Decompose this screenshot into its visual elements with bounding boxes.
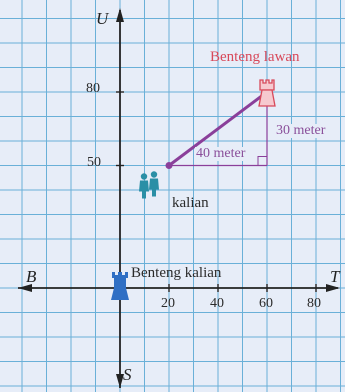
axes [18, 8, 340, 388]
vertical-distance-label: 30 meter [275, 123, 327, 138]
person-head [140, 173, 148, 180]
axis-label-east: T [330, 267, 340, 286]
castle-icon [258, 79, 276, 107]
x-tick-label: 40 [210, 296, 224, 311]
you-point [165, 162, 173, 169]
axis-label-west: B [26, 267, 37, 286]
people-icon [139, 171, 159, 199]
x-tick-label: 80 [307, 296, 321, 311]
castle-base [258, 89, 276, 107]
markers [111, 79, 276, 300]
right-angle-mark [257, 156, 267, 166]
arrow-south-icon [116, 374, 124, 388]
y-tick-label: 80 [86, 81, 100, 96]
person-head [150, 171, 158, 178]
own-fort-label: Benteng kalian [131, 265, 222, 281]
person-body [139, 180, 149, 199]
arrow-east-icon [326, 284, 340, 292]
person-body [149, 178, 159, 197]
castle-base [111, 288, 129, 300]
x-tick-label: 20 [161, 296, 175, 311]
x-tick-label: 60 [259, 296, 273, 311]
enemy-fort-label: Benteng lawan [210, 49, 300, 65]
castle-tower [114, 278, 126, 288]
castle-top [112, 272, 128, 278]
castle-top [259, 79, 275, 91]
axis-label-south: S [123, 365, 132, 384]
horizontal-distance-label: 40 meter [195, 146, 247, 161]
castle-icon [111, 272, 129, 300]
y-tick-label: 50 [87, 155, 101, 170]
arrow-west-icon [18, 284, 32, 292]
axis-label-north: U [96, 9, 109, 28]
you-label: kalian [172, 195, 209, 211]
arrow-north-icon [116, 8, 124, 22]
distance-segment [168, 90, 268, 167]
